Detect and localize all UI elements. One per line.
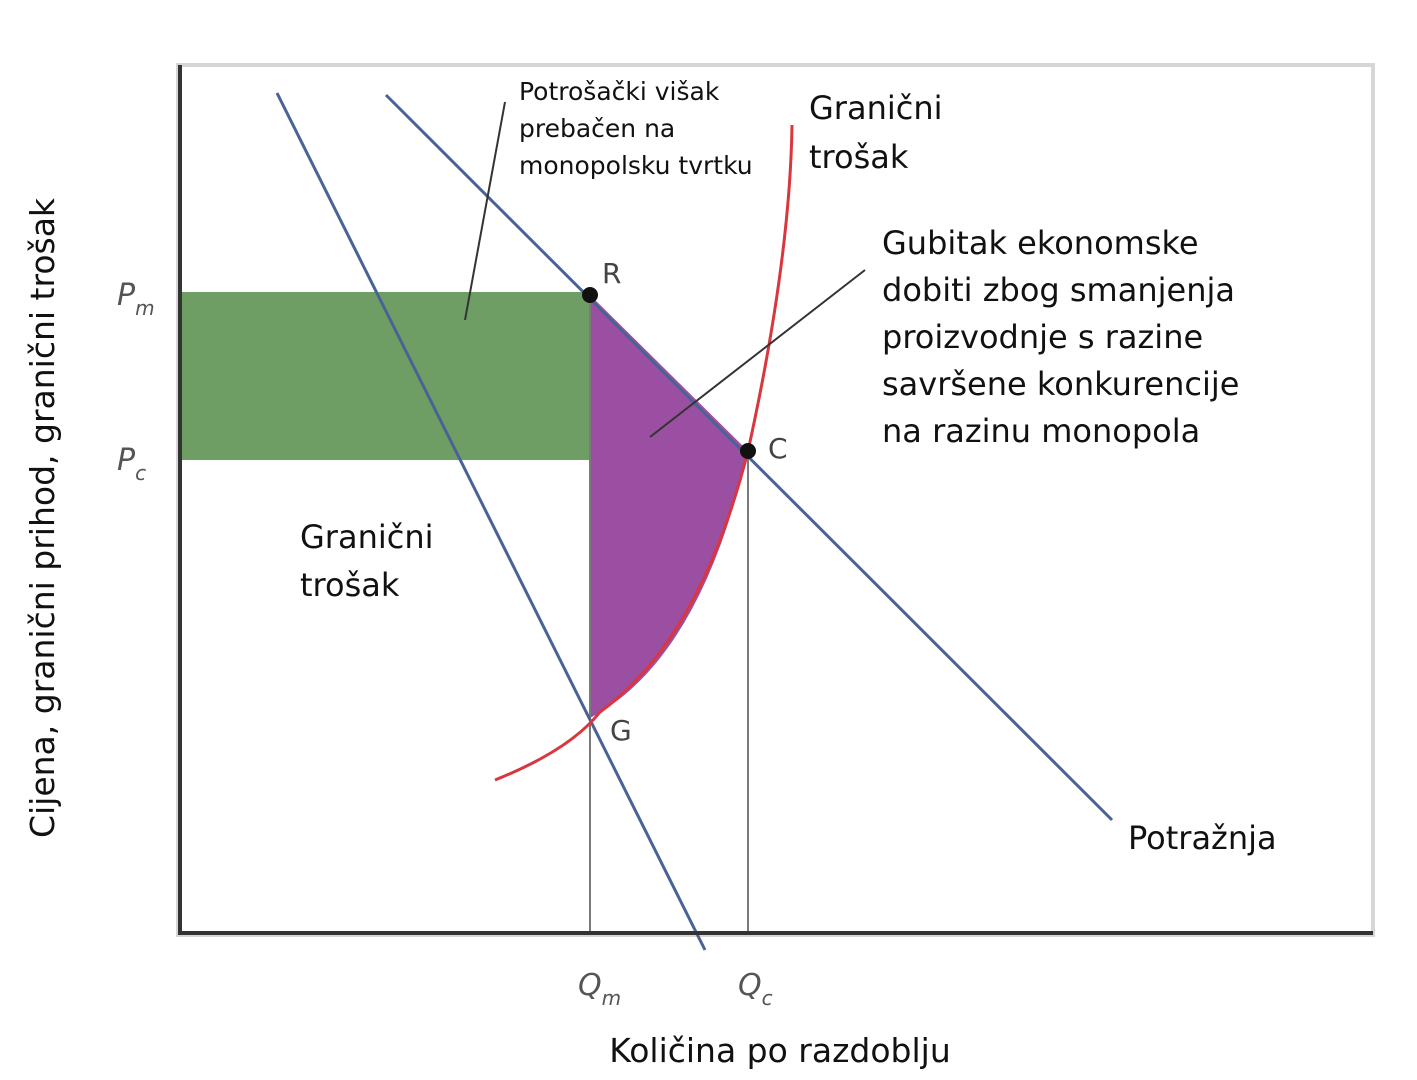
tick-pm: Pm (117, 278, 155, 320)
point-c-label: C (768, 432, 788, 465)
tick-qc-main: Q (738, 968, 762, 1003)
tick-pc-sub: c (135, 461, 146, 485)
tick-pc: Pc (117, 443, 146, 485)
tick-qm-sub: m (602, 986, 621, 1010)
plot-frame (176, 63, 1375, 937)
deadweight-line-5: na razinu monopola (882, 412, 1200, 450)
y-axis-label: Cijena, granični prihod, granični trošak (23, 197, 62, 838)
deadweight-loss-area (590, 295, 748, 718)
deadweight-line-4: savršene konkurencije (882, 365, 1239, 403)
tick-qc-sub: c (762, 986, 773, 1010)
point-r-marker (582, 287, 598, 303)
tick-pc-main: P (117, 443, 136, 478)
deadweight-callout-text: Gubitak ekonomske dobiti zbog smanjenja … (882, 224, 1250, 450)
deadweight-line-2: dobiti zbog smanjenja (882, 271, 1235, 309)
surplus-callout-line-2: prebačen na (519, 114, 675, 143)
tick-qm: Qm (578, 968, 621, 1010)
deadweight-line-3: proizvodnje s razine (882, 318, 1203, 356)
mc-left-label: Granični trošak (300, 518, 444, 604)
tick-qm-main: Q (578, 968, 602, 1003)
marginal-revenue-line (275, 92, 707, 951)
tick-pm-main: P (117, 278, 136, 313)
mc-top-line-1: Granični (809, 89, 943, 127)
point-c-marker (740, 443, 756, 459)
x-axis-label: Količina po razdoblju (609, 1031, 951, 1070)
point-g-label: G (610, 714, 632, 747)
tick-qc: Qc (738, 968, 773, 1010)
surplus-callout-text: Potrošački višak prebačen na monopolsku … (519, 77, 753, 180)
mc-top-line-2: trošak (809, 138, 909, 176)
mc-left-line-1: Granični (300, 518, 434, 556)
mc-top-label: Granični trošak (809, 89, 953, 176)
deadweight-line-1: Gubitak ekonomske (882, 224, 1199, 262)
surplus-callout-line-3: monopolsku tvrtku (519, 151, 753, 180)
point-r-label: R (602, 257, 621, 290)
demand-label: Potražnja (1128, 819, 1277, 857)
marginal-cost-curve (494, 124, 794, 782)
transferred-surplus-area (180, 292, 590, 460)
mc-left-line-2: trošak (300, 566, 400, 604)
surplus-callout-pointer (464, 101, 506, 321)
surplus-callout-line-1: Potrošački višak (519, 77, 720, 106)
tick-pm-sub: m (135, 296, 154, 320)
deadweight-callout-pointer (649, 269, 866, 438)
